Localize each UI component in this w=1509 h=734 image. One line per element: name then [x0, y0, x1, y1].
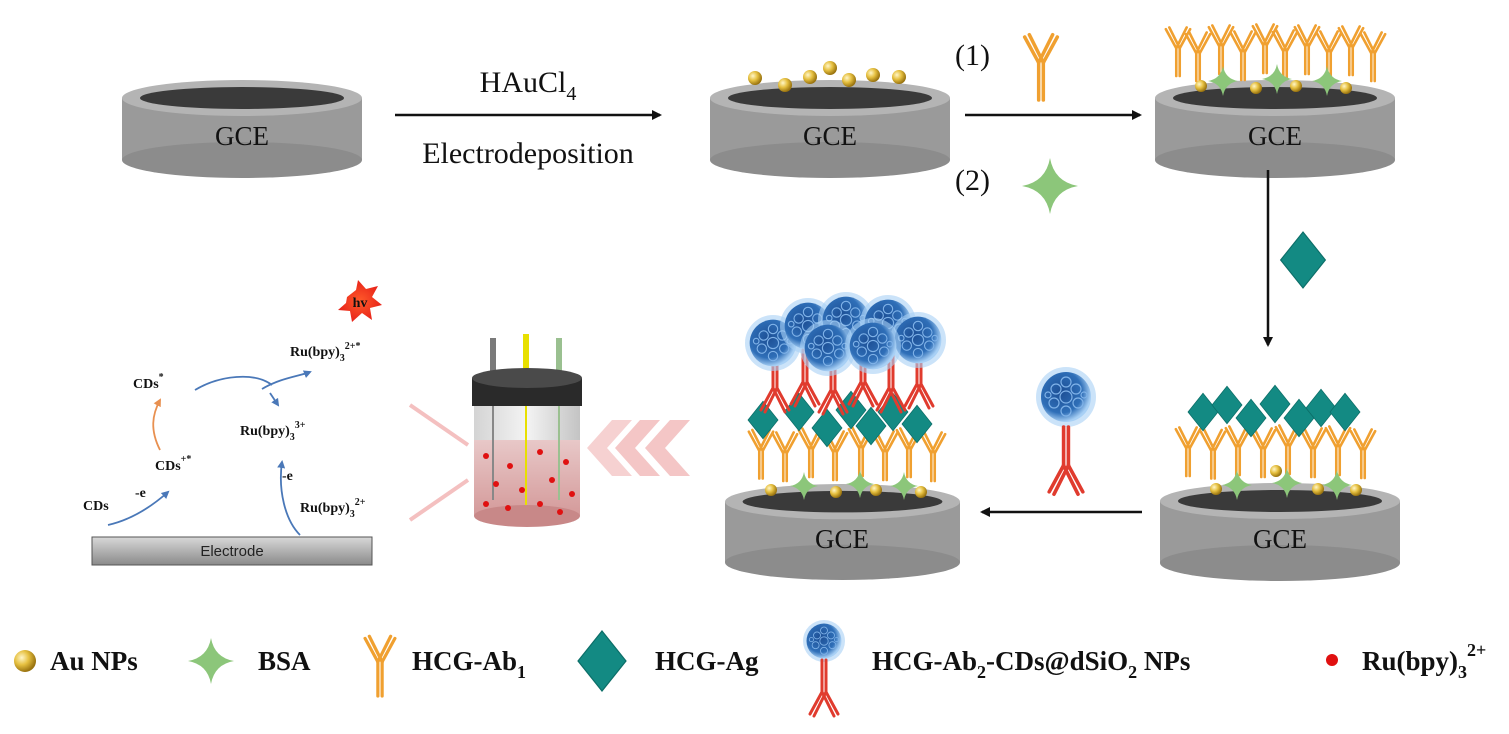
chevron-arrows-icon — [587, 420, 690, 476]
cds-label: CDs — [83, 499, 109, 514]
arrow-ab1-bsa: (1) (2) — [955, 32, 1142, 214]
gce-with-antigen: GCE — [1160, 384, 1400, 581]
electrode-bar: Electrode — [91, 536, 373, 566]
cds-star-label: CDs* — [133, 372, 164, 392]
hv-burst-icon — [338, 280, 382, 322]
gce-with-au-nps: GCE — [710, 61, 950, 178]
ru3-label: Ru(bpy)33+ — [240, 420, 306, 443]
au-np-legend-icon — [14, 650, 36, 672]
ru-excited-label: Ru(bpy)32+* — [290, 341, 361, 364]
antibody1-icon — [1022, 32, 1060, 102]
bsa-icon — [1022, 158, 1078, 214]
nanoparticle-icon — [1035, 366, 1097, 428]
ab1-legend-icon — [363, 634, 397, 698]
antigen-legend-icon — [577, 630, 627, 692]
minus-e-label-1: -e — [135, 486, 146, 501]
step-label-1: (1) — [955, 39, 990, 72]
ab2-legend-icon — [808, 658, 840, 718]
bare-gce-electrode: GCE — [122, 80, 362, 178]
gce-label: GCE — [215, 121, 269, 151]
ru2-label: Ru(bpy)32+ — [300, 497, 366, 520]
minus-e-label-2: -e — [282, 469, 293, 484]
antigen-icon — [1280, 231, 1326, 289]
legend-ag-label: HCG-Ag — [655, 646, 759, 676]
legend-au-label: Au NPs — [50, 646, 138, 676]
ru-legend-icon — [1326, 654, 1338, 666]
cds-plus-label: CDs+* — [155, 454, 191, 474]
antigen-layer — [1187, 384, 1361, 438]
hv-label: hv — [353, 296, 368, 311]
legend-bsa-label: BSA — [258, 646, 311, 676]
electrode-bar-label: Electrode — [200, 543, 263, 560]
ru-dots — [483, 449, 575, 515]
nanoparticle-legend-icon — [802, 619, 846, 663]
gce-sandwich-immunocomplex: GCE — [725, 291, 960, 580]
legend-ab2-label: HCG-Ab2-CDs@dSiO2 NPs — [872, 646, 1190, 682]
step-label-2: (2) — [955, 164, 990, 197]
hauc-label: HAuCl4 — [480, 66, 577, 105]
electrodeposition-label: Electrodeposition — [422, 137, 634, 170]
legend: Au NPs BSA HCG-Ab1 HCG-Ag HCG-Ab2-CDs@dS… — [14, 619, 1486, 718]
legend-ab1-label: HCG-Ab1 — [412, 646, 526, 682]
nanoparticle-layer — [744, 291, 947, 377]
antibody2-icon — [1049, 427, 1083, 494]
ecl-mechanism: hv Ru(bpy)32+* Ru(bpy)33+ Ru(bpy)32+ CDs… — [83, 280, 382, 566]
gce-label: GCE — [1248, 121, 1302, 151]
gce-label: GCE — [815, 524, 869, 554]
gce-with-ab1-bsa: GCE — [1155, 24, 1395, 178]
arrow-add-antigen — [1263, 170, 1326, 347]
gce-label: GCE — [1253, 524, 1307, 554]
gce-label: GCE — [803, 121, 857, 151]
ecl-cell-icon — [408, 334, 582, 527]
bsa-legend-icon — [188, 638, 234, 684]
legend-ru-label: Ru(bpy)32+ — [1362, 640, 1486, 682]
arrow-add-labelled-ab2 — [980, 366, 1142, 517]
arrow-electrodeposition: HAuCl4 Electrodeposition — [395, 66, 662, 170]
